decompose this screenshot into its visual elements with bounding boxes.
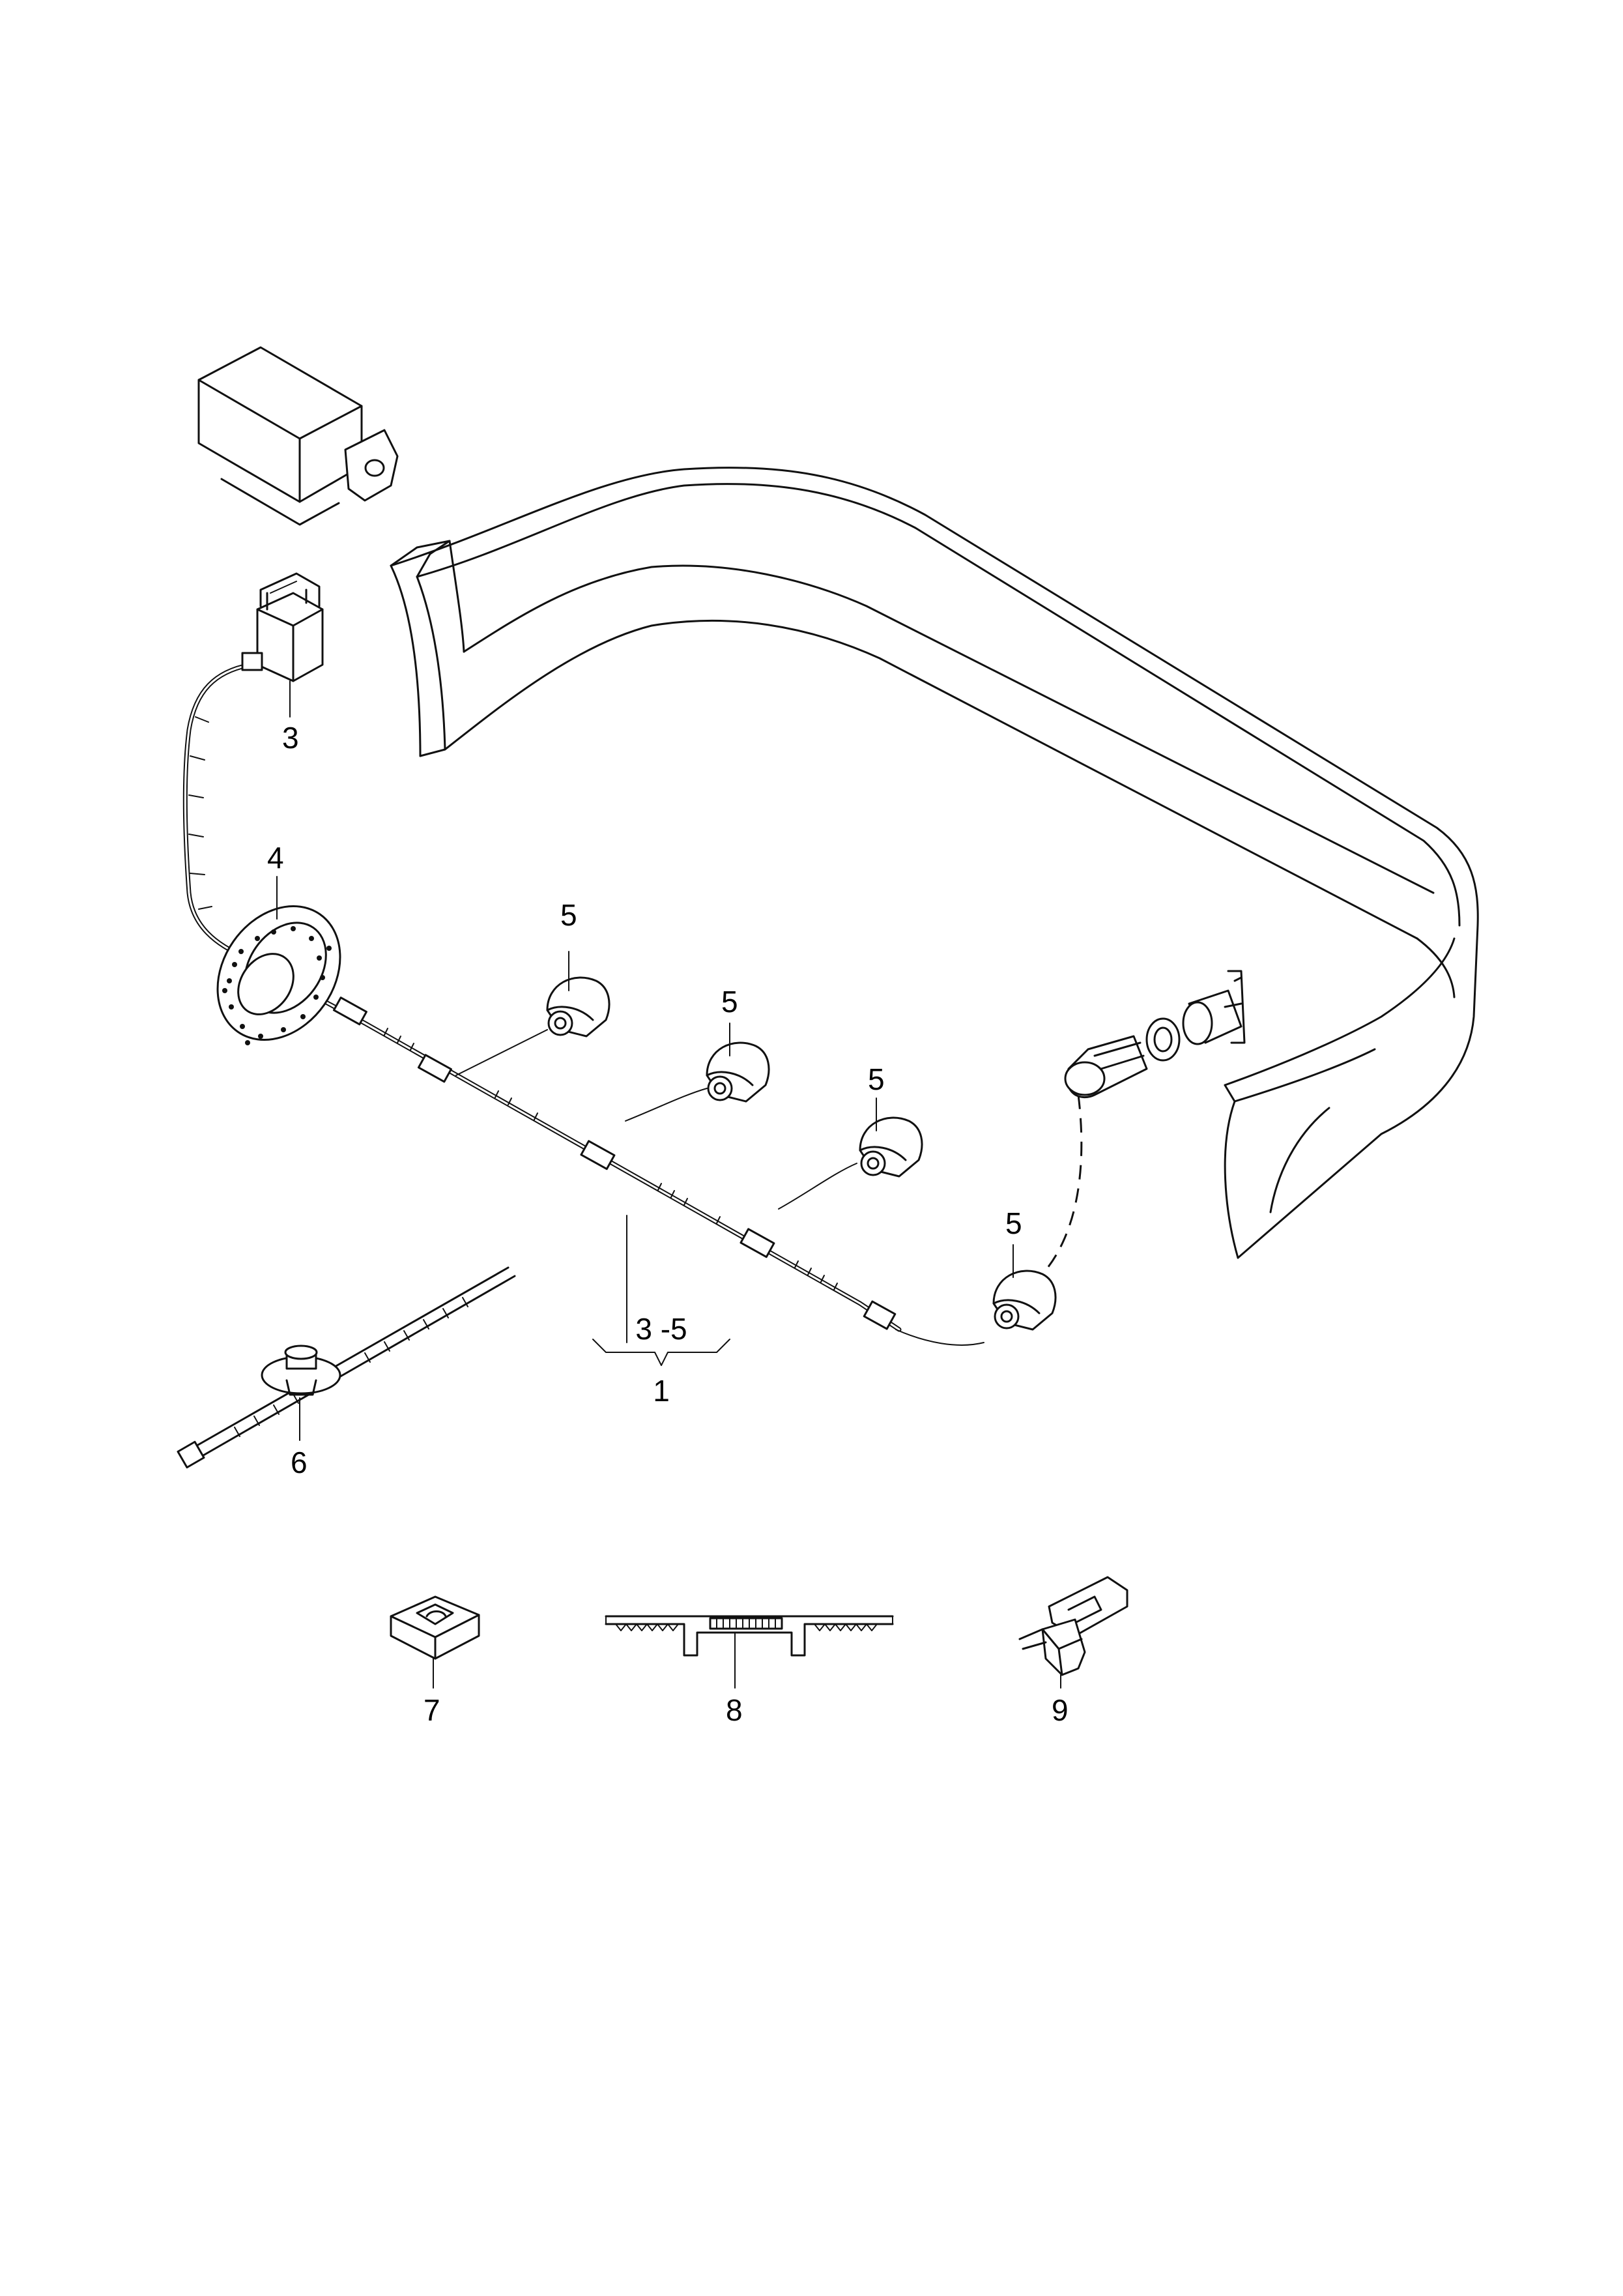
clip-nut-icon — [390, 1595, 480, 1660]
callout-8: 8 — [726, 1693, 743, 1727]
grommet-icon — [216, 905, 341, 1045]
leader-lines — [276, 680, 1061, 1689]
parking-sensor-icon — [1041, 970, 1246, 1275]
callout-3: 3 — [282, 721, 299, 755]
callout-4: 4 — [267, 841, 284, 875]
sensor-plug-icon — [546, 976, 1057, 1331]
callout-1: 1 — [653, 1374, 670, 1408]
callout-9: 9 — [1052, 1693, 1069, 1727]
connector-icon — [241, 572, 324, 682]
bumper-icon — [390, 467, 1479, 1259]
holder-clip-icon — [1018, 1576, 1128, 1676]
control-unit-icon — [197, 346, 399, 526]
callout-range: 3 -5 — [635, 1312, 687, 1346]
callout-5b: 5 — [721, 985, 738, 1019]
cable-tie-icon — [177, 1266, 516, 1469]
callouts: 3 4 5 5 5 5 3 -5 1 6 7 8 9 — [267, 721, 1069, 1727]
callout-5a: 5 — [560, 898, 577, 932]
retaining-strip-icon — [605, 1615, 894, 1657]
callout-5c: 5 — [868, 1062, 885, 1096]
callout-7: 7 — [424, 1693, 440, 1727]
callout-5d: 5 — [1005, 1206, 1022, 1240]
callout-6: 6 — [291, 1446, 308, 1479]
